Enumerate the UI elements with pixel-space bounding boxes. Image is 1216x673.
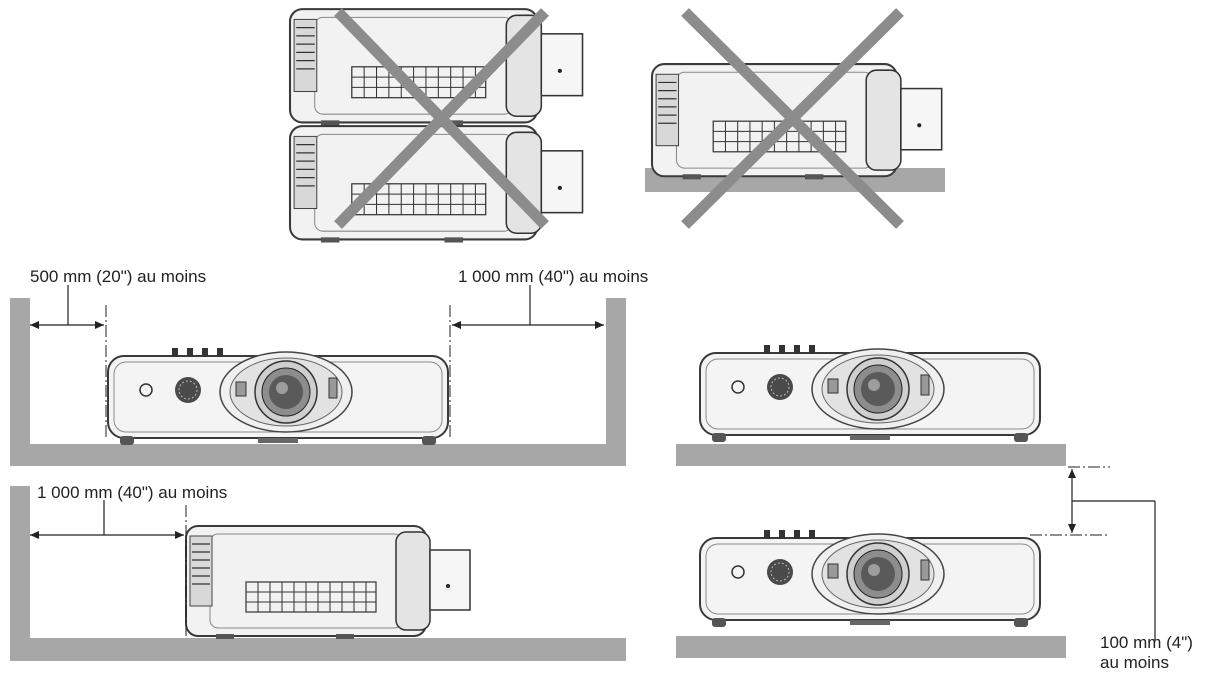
shelf-lower <box>676 636 1066 658</box>
floor <box>10 444 626 466</box>
vertical-spacing-diagram <box>676 344 1156 658</box>
tilted-projector-prohibited <box>645 8 945 229</box>
left-wall <box>10 486 30 661</box>
floor <box>10 638 626 661</box>
cross-mark-icon <box>681 8 904 229</box>
front-clearance-diagram <box>10 285 626 466</box>
side-rear-clearance-label: 1 000 mm (40") au moins <box>37 483 228 502</box>
stack-gap-label-line1: 100 mm (4") <box>1100 633 1193 652</box>
left-wall <box>10 298 30 466</box>
right-wall <box>606 298 626 466</box>
stack-gap-label-line2: au moins <box>1100 653 1169 672</box>
cross-mark-icon <box>334 8 549 229</box>
shelf-upper <box>676 444 1066 466</box>
stacked-projectors-prohibited <box>288 8 584 244</box>
front-left-clearance-label: 500 mm (20") au moins <box>30 267 207 286</box>
front-right-clearance-label: 1 000 mm (40") au moins <box>458 267 649 286</box>
side-clearance-diagram <box>10 486 626 661</box>
